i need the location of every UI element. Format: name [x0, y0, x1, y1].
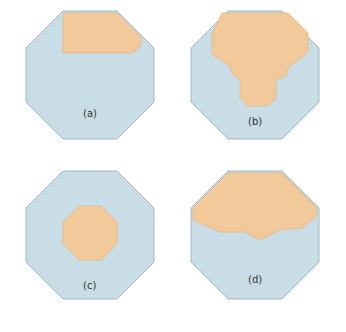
panel-label: (a)	[83, 108, 97, 119]
phase-region	[63, 13, 141, 53]
panel-label: (d)	[248, 274, 262, 285]
octagon-shape	[25, 10, 155, 140]
panel-label: (c)	[83, 280, 96, 291]
octagon-cell: (b)	[190, 10, 320, 140]
octagon-cell: (c)	[25, 170, 155, 300]
phase-region	[193, 173, 317, 240]
phase-region	[63, 206, 117, 260]
octagon-cell: (a)	[25, 10, 155, 140]
panel-label: (b)	[248, 116, 262, 127]
phase-region	[212, 13, 308, 106]
octagon-cell: (d)	[190, 170, 320, 300]
